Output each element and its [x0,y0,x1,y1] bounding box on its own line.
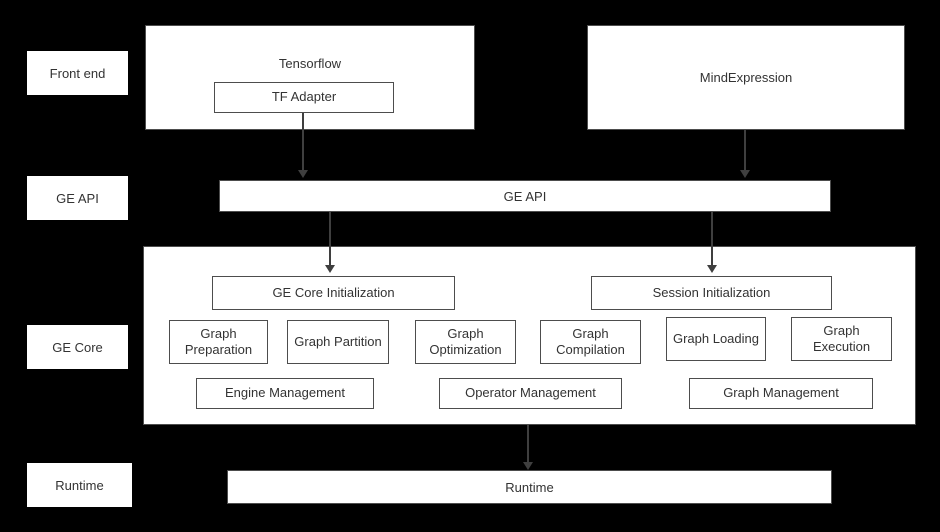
arrow-mindexpression-to-ge-api [740,130,750,178]
ge-core-box: GE Core Initialization Session Initializ… [143,246,916,425]
mindexpression-box: MindExpression [587,25,905,130]
ge-api-bar: GE API [219,180,831,212]
graph-compilation-box: Graph Compilation [540,320,641,364]
arrow-tf-adapter-to-ge-api [298,113,308,178]
tensorflow-box: Tensorflow TF Adapter [145,25,475,130]
runtime-bar: Runtime [227,470,832,504]
engine-management-box: Engine Management [196,378,374,409]
operator-management-box: Operator Management [439,378,622,409]
row-label-ge-core: GE Core [27,325,128,369]
graph-execution-box: Graph Execution [791,317,892,361]
arrow-ge-api-to-session-init [707,212,717,273]
ge-core-initialization-box: GE Core Initialization [212,276,455,310]
tf-adapter-box: TF Adapter [214,82,394,113]
tensorflow-title: Tensorflow [278,56,342,71]
row-label-front-end: Front end [27,51,128,95]
arrow-ge-core-to-runtime [523,425,533,470]
row-label-runtime: Runtime [27,463,132,507]
arrow-ge-api-to-ge-core-init [325,212,335,273]
graph-optimization-box: Graph Optimization [415,320,516,364]
graph-loading-box: Graph Loading [666,317,766,361]
session-initialization-box: Session Initialization [591,276,832,310]
graph-preparation-box: Graph Preparation [169,320,268,364]
row-label-ge-api: GE API [27,176,128,220]
graph-management-box: Graph Management [689,378,873,409]
graph-partition-box: Graph Partition [287,320,389,364]
